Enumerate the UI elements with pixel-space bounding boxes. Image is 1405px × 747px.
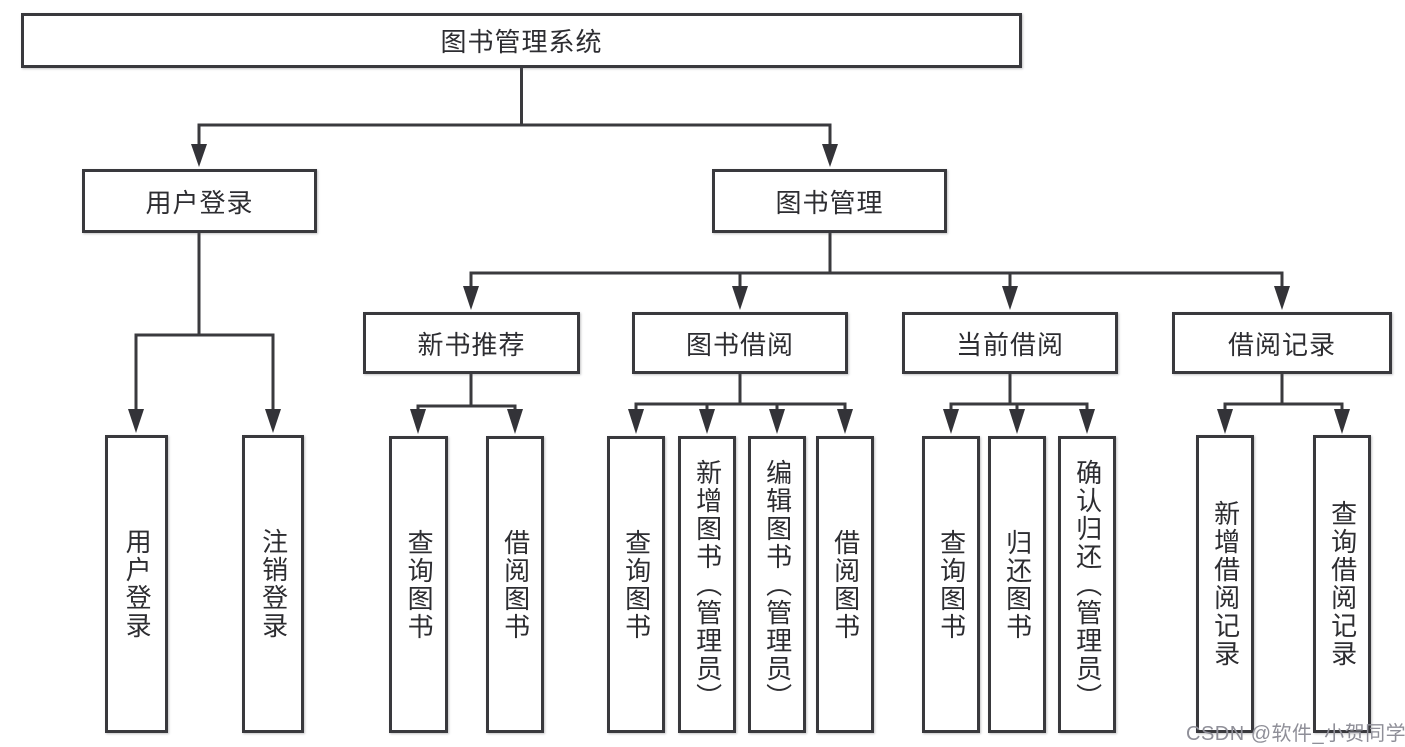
leaf-user-login: 用户登录: [105, 435, 168, 733]
node-book-management: 图书管理: [712, 169, 947, 233]
node-new-book-recommend: 新书推荐: [363, 312, 580, 374]
leaf-add-book-admin: 新增图书（管理员）: [678, 436, 736, 733]
leaf-add-borrow-record: 新增借阅记录: [1196, 435, 1254, 733]
node-user-login: 用户登录: [82, 169, 317, 233]
leaf-query-borrow-record: 查询借阅记录: [1313, 435, 1371, 733]
leaf-logout-login: 注销登录: [242, 435, 304, 733]
leaf-edit-book-admin: 编辑图书（管理员）: [748, 436, 806, 733]
node-book-borrowing: 图书借阅: [632, 312, 848, 374]
node-library-system: 图书管理系统: [21, 13, 1022, 68]
leaf-current-query-books: 查询图书: [922, 436, 980, 733]
leaf-confirm-return-admin: 确认归还（管理员）: [1058, 436, 1116, 733]
node-current-borrowing: 当前借阅: [902, 312, 1118, 374]
leaf-borrowing-query-books: 查询图书: [607, 436, 665, 733]
leaf-return-books: 归还图书: [988, 436, 1046, 733]
leaf-borrowing-borrow-books: 借阅图书: [816, 436, 874, 733]
node-borrowing-records: 借阅记录: [1172, 312, 1392, 374]
leaf-recommend-query-books: 查询图书: [389, 436, 448, 733]
arrowheads: [128, 144, 1350, 434]
leaf-recommend-borrow-books: 借阅图书: [486, 436, 544, 733]
tree-edges: [134, 68, 1344, 411]
watermark-text: CSDN @软件_小贺同学: [1186, 723, 1405, 745]
